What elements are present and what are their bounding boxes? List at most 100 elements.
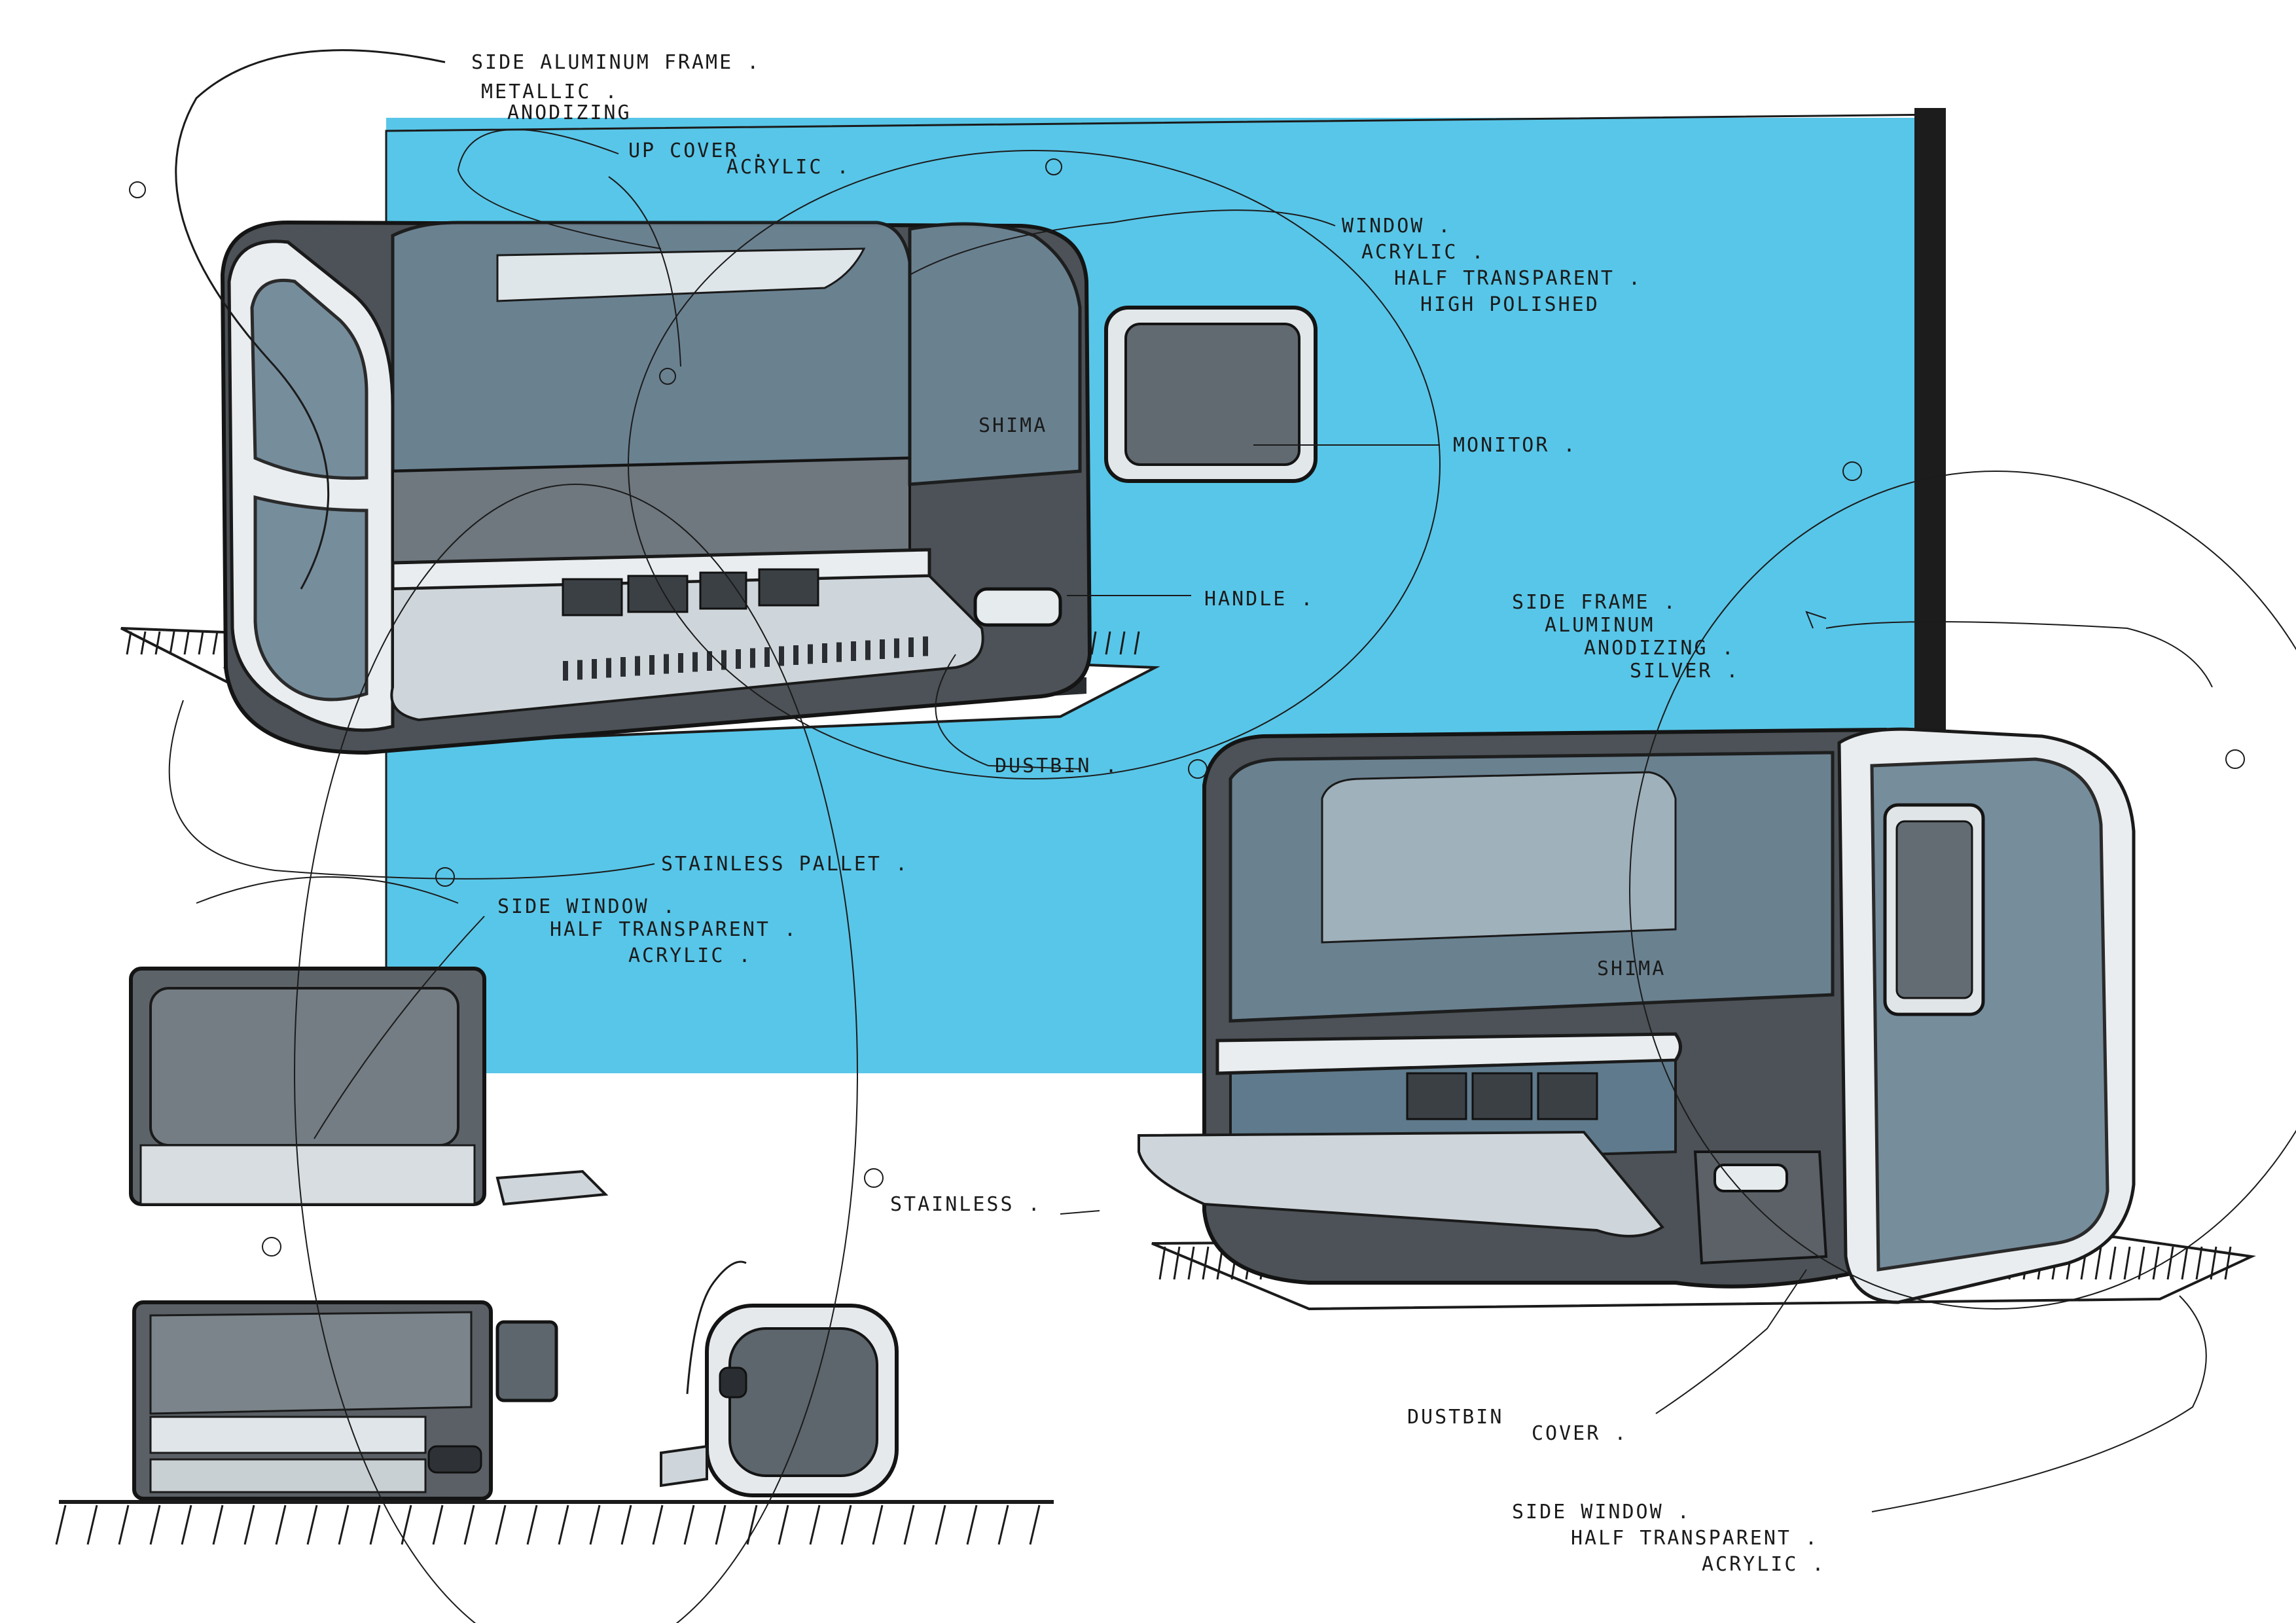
- hatch-stroke: [183, 631, 190, 655]
- hatch-stroke: [809, 1505, 821, 1545]
- annotation-dustbin-cover: DUSTBIN COVER .: [1407, 1406, 1626, 1445]
- svg-text:ACRYLIC .: ACRYLIC .: [1702, 1553, 1826, 1576]
- pallet-slot: [908, 637, 914, 657]
- hatch-stroke: [140, 631, 147, 655]
- pallet-slot: [894, 638, 899, 658]
- view-top: [129, 967, 609, 1206]
- pallet-perforations-left: [563, 636, 928, 681]
- hatch-stroke: [1187, 1246, 1195, 1280]
- hatch-stroke: [55, 1505, 67, 1545]
- hatch-stroke: [198, 631, 204, 655]
- annotation-window: WINDOW . ACRYLIC . HALF TRANSPARENT . HI…: [1342, 215, 1642, 316]
- svg-text:UP COVER .: UP COVER .: [628, 139, 766, 162]
- annotation-dustbin: DUSTBIN .: [995, 755, 1119, 777]
- annotation-up-cover: UP COVER . ACRYLIC .: [628, 139, 851, 179]
- annotation-stainless: STAINLESS .: [890, 1193, 1042, 1216]
- svg-text:SIDE FRAME .: SIDE FRAME .: [1512, 591, 1677, 614]
- pallet-slot: [606, 658, 611, 678]
- hatch-stroke: [149, 1505, 161, 1545]
- pallet-slot: [822, 643, 827, 663]
- hatch-stroke: [872, 1505, 884, 1545]
- svg-text:DUSTBIN: DUSTBIN: [1407, 1406, 1503, 1429]
- pallet-slot: [865, 640, 870, 660]
- pallet-slot: [577, 660, 583, 680]
- annotation-side-frame-top: SIDE ALUMINUM FRAME . METALLIC . ANODIZI…: [471, 51, 761, 124]
- hatch-stroke: [2166, 1246, 2174, 1280]
- pallet-slot: [620, 657, 626, 677]
- hatch-stroke: [2210, 1246, 2217, 1280]
- svg-text:ANODIZING .: ANODIZING .: [1584, 637, 1736, 660]
- hatch-stroke: [2109, 1246, 2117, 1280]
- pallet-slot: [808, 644, 813, 664]
- hatch-stroke: [1119, 631, 1126, 655]
- leader-lines: [129, 49, 2296, 1623]
- svg-text:SIDE ALUMINUM FRAME .: SIDE ALUMINUM FRAME .: [471, 51, 761, 74]
- pallet-slot: [851, 641, 856, 661]
- hatch-stroke: [495, 1505, 507, 1545]
- hatch-stroke: [369, 1505, 381, 1545]
- svg-text:SILVER .: SILVER .: [1630, 660, 1740, 683]
- pallet-slot: [592, 659, 597, 679]
- device-perspective-right: SHIMA: [1138, 727, 2256, 1311]
- hatch-stroke: [997, 1505, 1009, 1545]
- hatch-stroke: [2152, 1246, 2160, 1280]
- annotation-side-window-right: SIDE WINDOW . HALF TRANSPARENT . ACRYLIC…: [1512, 1501, 1826, 1576]
- hatch-stroke: [778, 1505, 789, 1545]
- pallet-slot: [692, 652, 698, 672]
- brand-mark-right: SHIMA: [1597, 957, 1666, 980]
- pallet-slot: [649, 655, 655, 675]
- hatch-stroke: [558, 1505, 569, 1545]
- pallet-slot: [678, 653, 683, 673]
- pallet-slot: [563, 661, 568, 681]
- hatch-stroke: [966, 1505, 978, 1545]
- hatch-stroke: [1158, 1246, 1166, 1280]
- svg-text:ALUMINUM: ALUMINUM: [1545, 614, 1655, 637]
- view-side: [660, 1260, 899, 1497]
- hatch-stroke: [275, 1505, 287, 1545]
- pallet-slot: [635, 656, 640, 676]
- hatch-stroke: [154, 631, 161, 655]
- annotation-side-frame-right: SIDE FRAME . ALUMINUM ANODIZING . SILVER…: [1512, 591, 1740, 683]
- monitor-left: [1104, 306, 1318, 483]
- hatch-stroke: [86, 1505, 98, 1545]
- hatch-stroke: [935, 1505, 946, 1545]
- pallet-slot: [750, 648, 755, 668]
- hatch-stroke: [903, 1505, 915, 1545]
- dustbin-slot-left: [973, 587, 1062, 627]
- svg-text:ACRYLIC .: ACRYLIC .: [1361, 241, 1486, 264]
- hatch-stroke: [620, 1505, 632, 1545]
- hatch-stroke: [212, 1505, 224, 1545]
- hatch-stroke: [338, 1505, 350, 1545]
- hatch-stroke: [1105, 631, 1111, 655]
- ground-line-orthographic: [55, 1500, 1054, 1545]
- pallet-slot: [836, 642, 842, 662]
- hatch-stroke: [126, 631, 132, 655]
- device-perspective-left: SHIMA: [120, 220, 1160, 755]
- hatch-stroke: [2181, 1246, 2189, 1280]
- hatch-stroke: [2138, 1246, 2145, 1280]
- pallet-slot: [923, 636, 928, 656]
- svg-text:ANODIZING: ANODIZING: [507, 101, 632, 124]
- annotation-handle: HANDLE .: [1204, 588, 1315, 611]
- hatch-stroke: [683, 1505, 695, 1545]
- pallet-slot: [764, 647, 770, 667]
- svg-text:SIDE WINDOW .: SIDE WINDOW .: [1512, 1501, 1691, 1524]
- hatch-stroke: [840, 1505, 852, 1545]
- hatch-stroke: [1173, 1246, 1181, 1280]
- svg-text:HALF TRANSPARENT .: HALF TRANSPARENT .: [1394, 267, 1642, 290]
- hatch-stroke: [2224, 1246, 2232, 1280]
- pallet-slot: [664, 654, 669, 674]
- pallet-slot: [779, 646, 784, 666]
- hatch-stroke: [169, 631, 175, 655]
- annotation-monitor: MONITOR .: [1453, 434, 1577, 457]
- svg-text:WINDOW .: WINDOW .: [1342, 215, 1452, 238]
- hatch-stroke: [526, 1505, 538, 1545]
- hatch-stroke: [1090, 631, 1097, 655]
- hatch-stroke: [181, 1505, 192, 1545]
- hatch-stroke: [432, 1505, 444, 1545]
- pallet-slot: [880, 639, 885, 659]
- svg-text:ACRYLIC .: ACRYLIC .: [726, 156, 851, 179]
- hatch-stroke: [2123, 1246, 2131, 1280]
- hatch-stroke: [2195, 1246, 2203, 1280]
